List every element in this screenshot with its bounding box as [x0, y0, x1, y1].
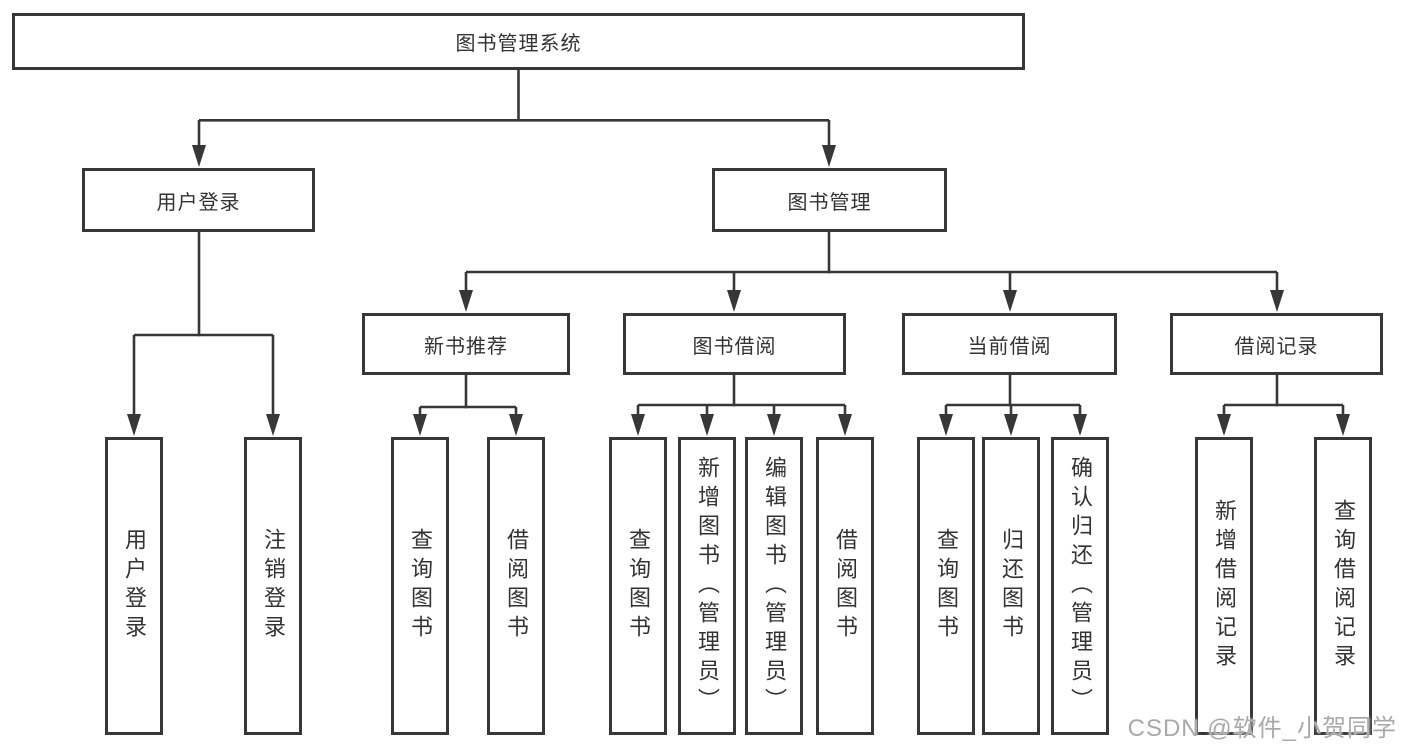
leaf-confirm-return-admin: 确认归还（管理员） [1051, 437, 1109, 735]
leaf-query-borrow-record: 查询借阅记录 [1314, 437, 1372, 735]
leaf-borrow-books: 借阅图书 [816, 437, 874, 735]
leaf-borrow-books-label: 借阅图书 [833, 528, 858, 644]
csdn-watermark: CSDN @软件_小贺同学 [1127, 715, 1397, 742]
node-user-login-label: 用户登录 [156, 191, 241, 214]
leaf-confirm-return-admin-label: 确认归还（管理员） [1068, 455, 1093, 717]
node-new-book-recommend-label: 新书推荐 [424, 335, 508, 358]
leaf-query-books-recommend: 查询图书 [391, 437, 449, 735]
leaf-query-books-borrow: 查询图书 [609, 437, 667, 735]
node-current-borrow-label: 当前借阅 [967, 335, 1052, 358]
node-book-management: 图书管理 [712, 168, 947, 232]
leaf-add-borrow-record: 新增借阅记录 [1195, 437, 1253, 735]
node-root-label: 图书管理系统 [455, 33, 582, 55]
leaf-edit-books-admin: 编辑图书（管理员） [745, 437, 803, 735]
node-current-borrow: 当前借阅 [902, 313, 1117, 375]
node-borrow-records: 借阅记录 [1170, 313, 1383, 375]
node-book-borrow-label: 图书借阅 [692, 335, 777, 358]
leaf-query-borrow-record-label: 查询借阅记录 [1331, 499, 1356, 673]
leaf-logout-label: 注销登录 [261, 528, 286, 644]
leaf-return-books-label: 归还图书 [999, 528, 1024, 644]
leaf-add-books-admin: 新增图书（管理员） [678, 437, 736, 735]
leaf-logout: 注销登录 [244, 437, 302, 735]
leaf-query-books-recommend-label: 查询图书 [408, 528, 433, 644]
node-new-book-recommend: 新书推荐 [362, 313, 570, 375]
node-book-management-label: 图书管理 [787, 191, 872, 214]
leaf-query-books-borrow-label: 查询图书 [626, 528, 651, 644]
leaf-return-books: 归还图书 [982, 437, 1040, 735]
node-user-login: 用户登录 [82, 168, 315, 232]
leaf-borrow-books-recommend: 借阅图书 [487, 437, 545, 735]
leaf-user-login-label: 用户登录 [122, 528, 147, 644]
leaf-user-login: 用户登录 [105, 437, 163, 735]
leaf-borrow-books-recommend-label: 借阅图书 [504, 528, 529, 644]
node-book-borrow: 图书借阅 [623, 313, 846, 375]
node-root: 图书管理系统 [12, 13, 1025, 70]
leaf-query-books-current: 查询图书 [917, 437, 975, 735]
leaf-query-books-current-label: 查询图书 [934, 528, 959, 644]
leaf-edit-books-admin-label: 编辑图书（管理员） [762, 455, 787, 717]
leaf-add-books-admin-label: 新增图书（管理员） [695, 455, 720, 717]
leaf-add-borrow-record-label: 新增借阅记录 [1212, 499, 1237, 673]
node-borrow-records-label: 借阅记录 [1234, 335, 1319, 358]
